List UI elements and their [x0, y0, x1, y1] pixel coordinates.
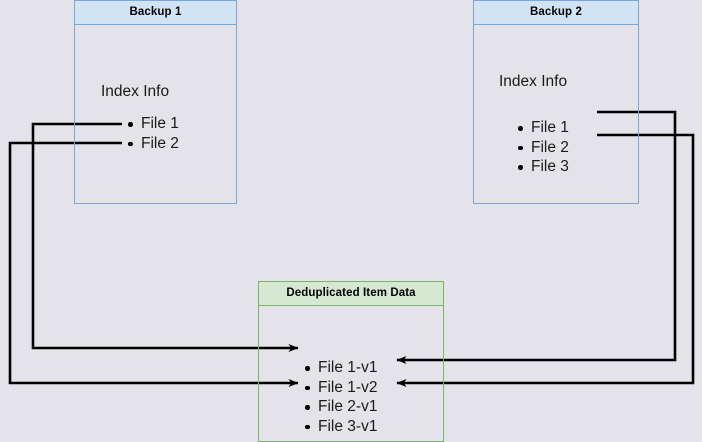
- backup-2-file-list: File 1 File 2 File 3: [518, 118, 569, 177]
- backup-1-body: Index Info File 1 File 2: [74, 25, 237, 204]
- backup-1-title: Backup 1: [74, 0, 237, 25]
- list-item: File 1: [518, 118, 569, 138]
- deduplicated-file-list: File 1-v1 File 1-v2 File 2-v1 File 3-v1: [305, 358, 377, 436]
- backup-2-index-info-label: Index Info: [499, 73, 568, 90]
- backup-2-body: Index Info File 1 File 2 File 3: [473, 25, 639, 204]
- list-item: File 1-v1: [305, 358, 377, 378]
- list-item: File 1-v2: [305, 378, 377, 398]
- list-item: File 2-v1: [305, 397, 377, 417]
- list-item: File 3: [518, 157, 569, 177]
- backup-2-title: Backup 2: [473, 0, 639, 25]
- deduplicated-item-data-box: Deduplicated Item Data File 1-v1 File 1-…: [258, 281, 444, 442]
- backup-1-index-info-label: Index Info: [101, 83, 170, 100]
- deduplicated-item-data-title: Deduplicated Item Data: [258, 281, 444, 306]
- list-item: File 2: [518, 138, 569, 158]
- list-item: File 2: [128, 134, 179, 154]
- backup-1-box: Backup 1 Index Info File 1 File 2: [74, 0, 237, 204]
- backup-2-box: Backup 2 Index Info File 1 File 2 File 3: [473, 0, 639, 204]
- list-item: File 3-v1: [305, 417, 377, 437]
- list-item: File 1: [128, 114, 179, 134]
- deduplicated-item-data-body: File 1-v1 File 1-v2 File 2-v1 File 3-v1: [258, 306, 444, 442]
- backup-1-file-list: File 1 File 2: [128, 114, 179, 153]
